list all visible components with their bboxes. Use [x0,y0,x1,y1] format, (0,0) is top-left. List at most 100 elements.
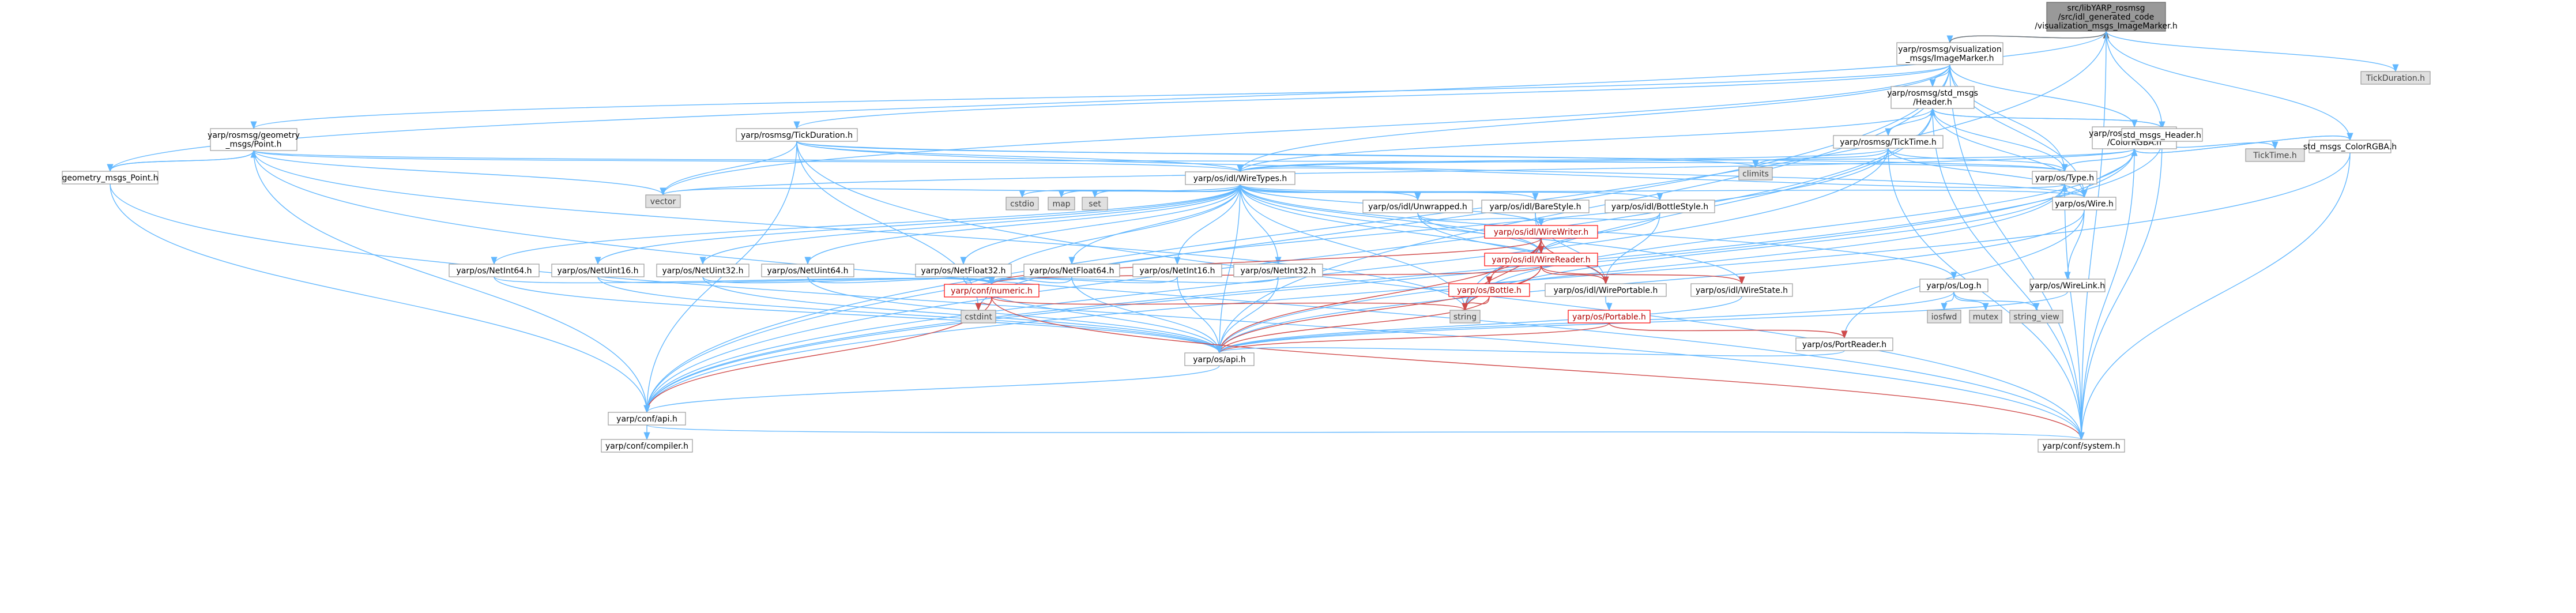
node-label: yarp/rosmsg/visualization [1898,45,2002,54]
node-portreader[interactable]: yarp/os/PortReader.h [1795,337,1893,351]
edge-wire-to-wirelink [2064,209,2085,280]
node-barestyle[interactable]: yarp/os/idl/BareStyle.h [1481,200,1590,213]
edge-ticktime-to-confapi [643,148,1889,413]
node-iosfwd: iosfwd [1927,310,1961,324]
node-box [1448,283,1530,297]
node-netfloat64[interactable]: yarp/os/NetFloat64.h [1023,264,1120,277]
node-wirelink[interactable]: yarp/os/WireLink.h [2029,279,2106,292]
node-bottlestyle[interactable]: yarp/os/idl/BottleStyle.h [1605,200,1715,213]
edge-ticktime-to-wire [1888,148,2088,198]
node-label: yarp/rosmsg/TickDuration.h [741,131,853,140]
node-netint64[interactable]: yarp/os/NetInt64.h [449,264,540,277]
edge-bottlestyle-to-wirereader [1538,212,1660,254]
node-netint32[interactable]: yarp/os/NetInt32.h [1233,264,1323,277]
node-label: _msgs/ImageMarker.h [1905,54,1994,63]
node-label: string [1453,313,1477,322]
node-cstdio: cstdio [1005,197,1039,210]
node-box [2029,279,2106,292]
node-box [2009,310,2063,324]
node-label: yarp/os/idl/BottleStyle.h [1611,202,1708,212]
edge-tickduration-to-wire [796,141,2088,198]
node-geometry-msgs-point[interactable]: geometry_msgs_Point.h [62,171,159,185]
node-netuint16[interactable]: yarp/os/NetUint16.h [551,264,645,277]
node-std-msgs-colorrgba[interactable]: std_msgs_ColorRGBA.h [2303,140,2397,153]
node-type[interactable]: yarp/os/Type.h [2032,171,2097,185]
node-label: yarp/os/idl/WireState.h [1696,286,1788,295]
node-unwrapped[interactable]: yarp/os/idl/Unwrapped.h [1362,200,1473,213]
node-box [961,310,996,324]
node-label: yarp/os/NetInt32.h [1240,266,1316,276]
node-box [2121,128,2203,142]
node-label: yarp/os/NetUint16.h [557,266,638,276]
node-label: yarp/os/Log.h [1926,281,1981,291]
node-stdheader[interactable]: yarp/rosmsg/std_msgs/Header.h [1887,86,1978,109]
edge-bottlestyle-to-wireportable [1602,212,1660,285]
node-label: TickDuration.h [2366,74,2425,83]
node-wire[interactable]: yarp/os/Wire.h [2052,197,2116,210]
edge-wiretypes-to-netuint16 [594,184,1241,265]
node-label: climits [1742,170,1769,179]
node-netuint64[interactable]: yarp/os/NetUint64.h [761,264,854,277]
edge-netuint16-to-osapi [597,276,1223,354]
node-label: cstdio [1010,200,1034,209]
node-box [1890,86,1975,109]
node-wirewriter[interactable]: yarp/os/idl/WireWriter.h [1484,225,1598,239]
node-box [1738,167,1773,180]
node-netuint32[interactable]: yarp/os/NetUint32.h [656,264,750,277]
edge-netint64-to-osapi [494,276,1223,354]
node-label: yarp/conf/system.h [2043,442,2121,451]
edge-wirestate-to-osapi [1216,296,1742,354]
edge-unwrapped-to-wireportable [1417,212,1609,285]
node-confapi[interactable]: yarp/conf/api.h [608,412,686,426]
edge-root-to-std-msgs-header [2106,31,2166,130]
node-wirestate[interactable]: yarp/os/idl/WireState.h [1690,283,1793,297]
edge-geompoint-to-string [253,150,1468,311]
node-box [1833,135,1944,149]
edge-imagemarker-to-colorrgba [1949,64,2138,128]
node-root[interactable]: src/libYARP_rosmsg/src/idl_generated_cod… [2035,2,2178,32]
node-box [736,128,858,142]
node-wirereader[interactable]: yarp/os/idl/WireReader.h [1484,253,1598,266]
node-system[interactable]: yarp/conf/system.h [2038,439,2125,453]
node-wiretypes[interactable]: yarp/os/idl/WireTypes.h [1185,171,1295,185]
node-box [1919,279,1989,292]
node-osapi[interactable]: yarp/os/api.h [1184,352,1255,366]
node-string-view: string_view [2009,310,2063,324]
node-box [1484,225,1598,239]
node-climits: climits [1738,167,1773,180]
node-imagemarker[interactable]: yarp/rosmsg/visualization_msgs/ImageMark… [1896,42,2003,65]
node-box [1568,310,1651,324]
node-label: std_msgs_Header.h [2123,131,2201,140]
node-bottle[interactable]: yarp/os/Bottle.h [1448,283,1530,297]
node-label: yarp/os/idl/Unwrapped.h [1368,202,1467,212]
edge-bottlestyle-to-wirewriter [1538,212,1660,227]
node-box [645,194,681,208]
edge-numeric-to-string [991,296,1468,311]
node-compiler[interactable]: yarp/conf/compiler.h [601,439,693,453]
node-label: yarp/os/NetFloat64.h [1029,266,1114,276]
edge-netfloat64-to-numeric [988,276,1072,285]
node-box [1449,310,1481,324]
node-box [915,264,1012,277]
node-geompoint[interactable]: yarp/rosmsg/geometry_msgs/Point.h [208,128,300,151]
node-log[interactable]: yarp/os/Log.h [1919,279,1989,292]
edge-stdheader-to-wiretypes [1237,108,1933,173]
node-wireportable[interactable]: yarp/os/idl/WirePortable.h [1545,283,1667,297]
edge-imagemarker-to-wiretypes [1237,64,1950,173]
node-tickdurationh: TickDuration.h [2360,71,2431,85]
edge-log-to-iosfwd [1941,291,1954,311]
node-box [1082,197,1108,210]
node-layer: src/libYARP_rosmsg/src/idl_generated_cod… [62,2,2431,453]
node-netfloat32[interactable]: yarp/os/NetFloat32.h [915,264,1012,277]
node-netint16[interactable]: yarp/os/NetInt16.h [1132,264,1222,277]
node-tickduration[interactable]: yarp/rosmsg/TickDuration.h [736,128,858,142]
node-numeric[interactable]: yarp/conf/numeric.h [944,284,1040,298]
node-label: yarp/conf/numeric.h [951,287,1033,296]
node-ticktime[interactable]: yarp/rosmsg/TickTime.h [1833,135,1944,149]
edge-imagemarker-to-vector [660,64,1950,196]
edge-colorrgba-to-system [2078,148,2135,441]
node-portable[interactable]: yarp/os/Portable.h [1568,310,1651,324]
node-std-msgs-header[interactable]: std_msgs_Header.h [2121,128,2203,142]
edge-wiretypes-to-type [1240,167,2067,191]
node-label: /src/idl_generated_code [2058,13,2155,22]
